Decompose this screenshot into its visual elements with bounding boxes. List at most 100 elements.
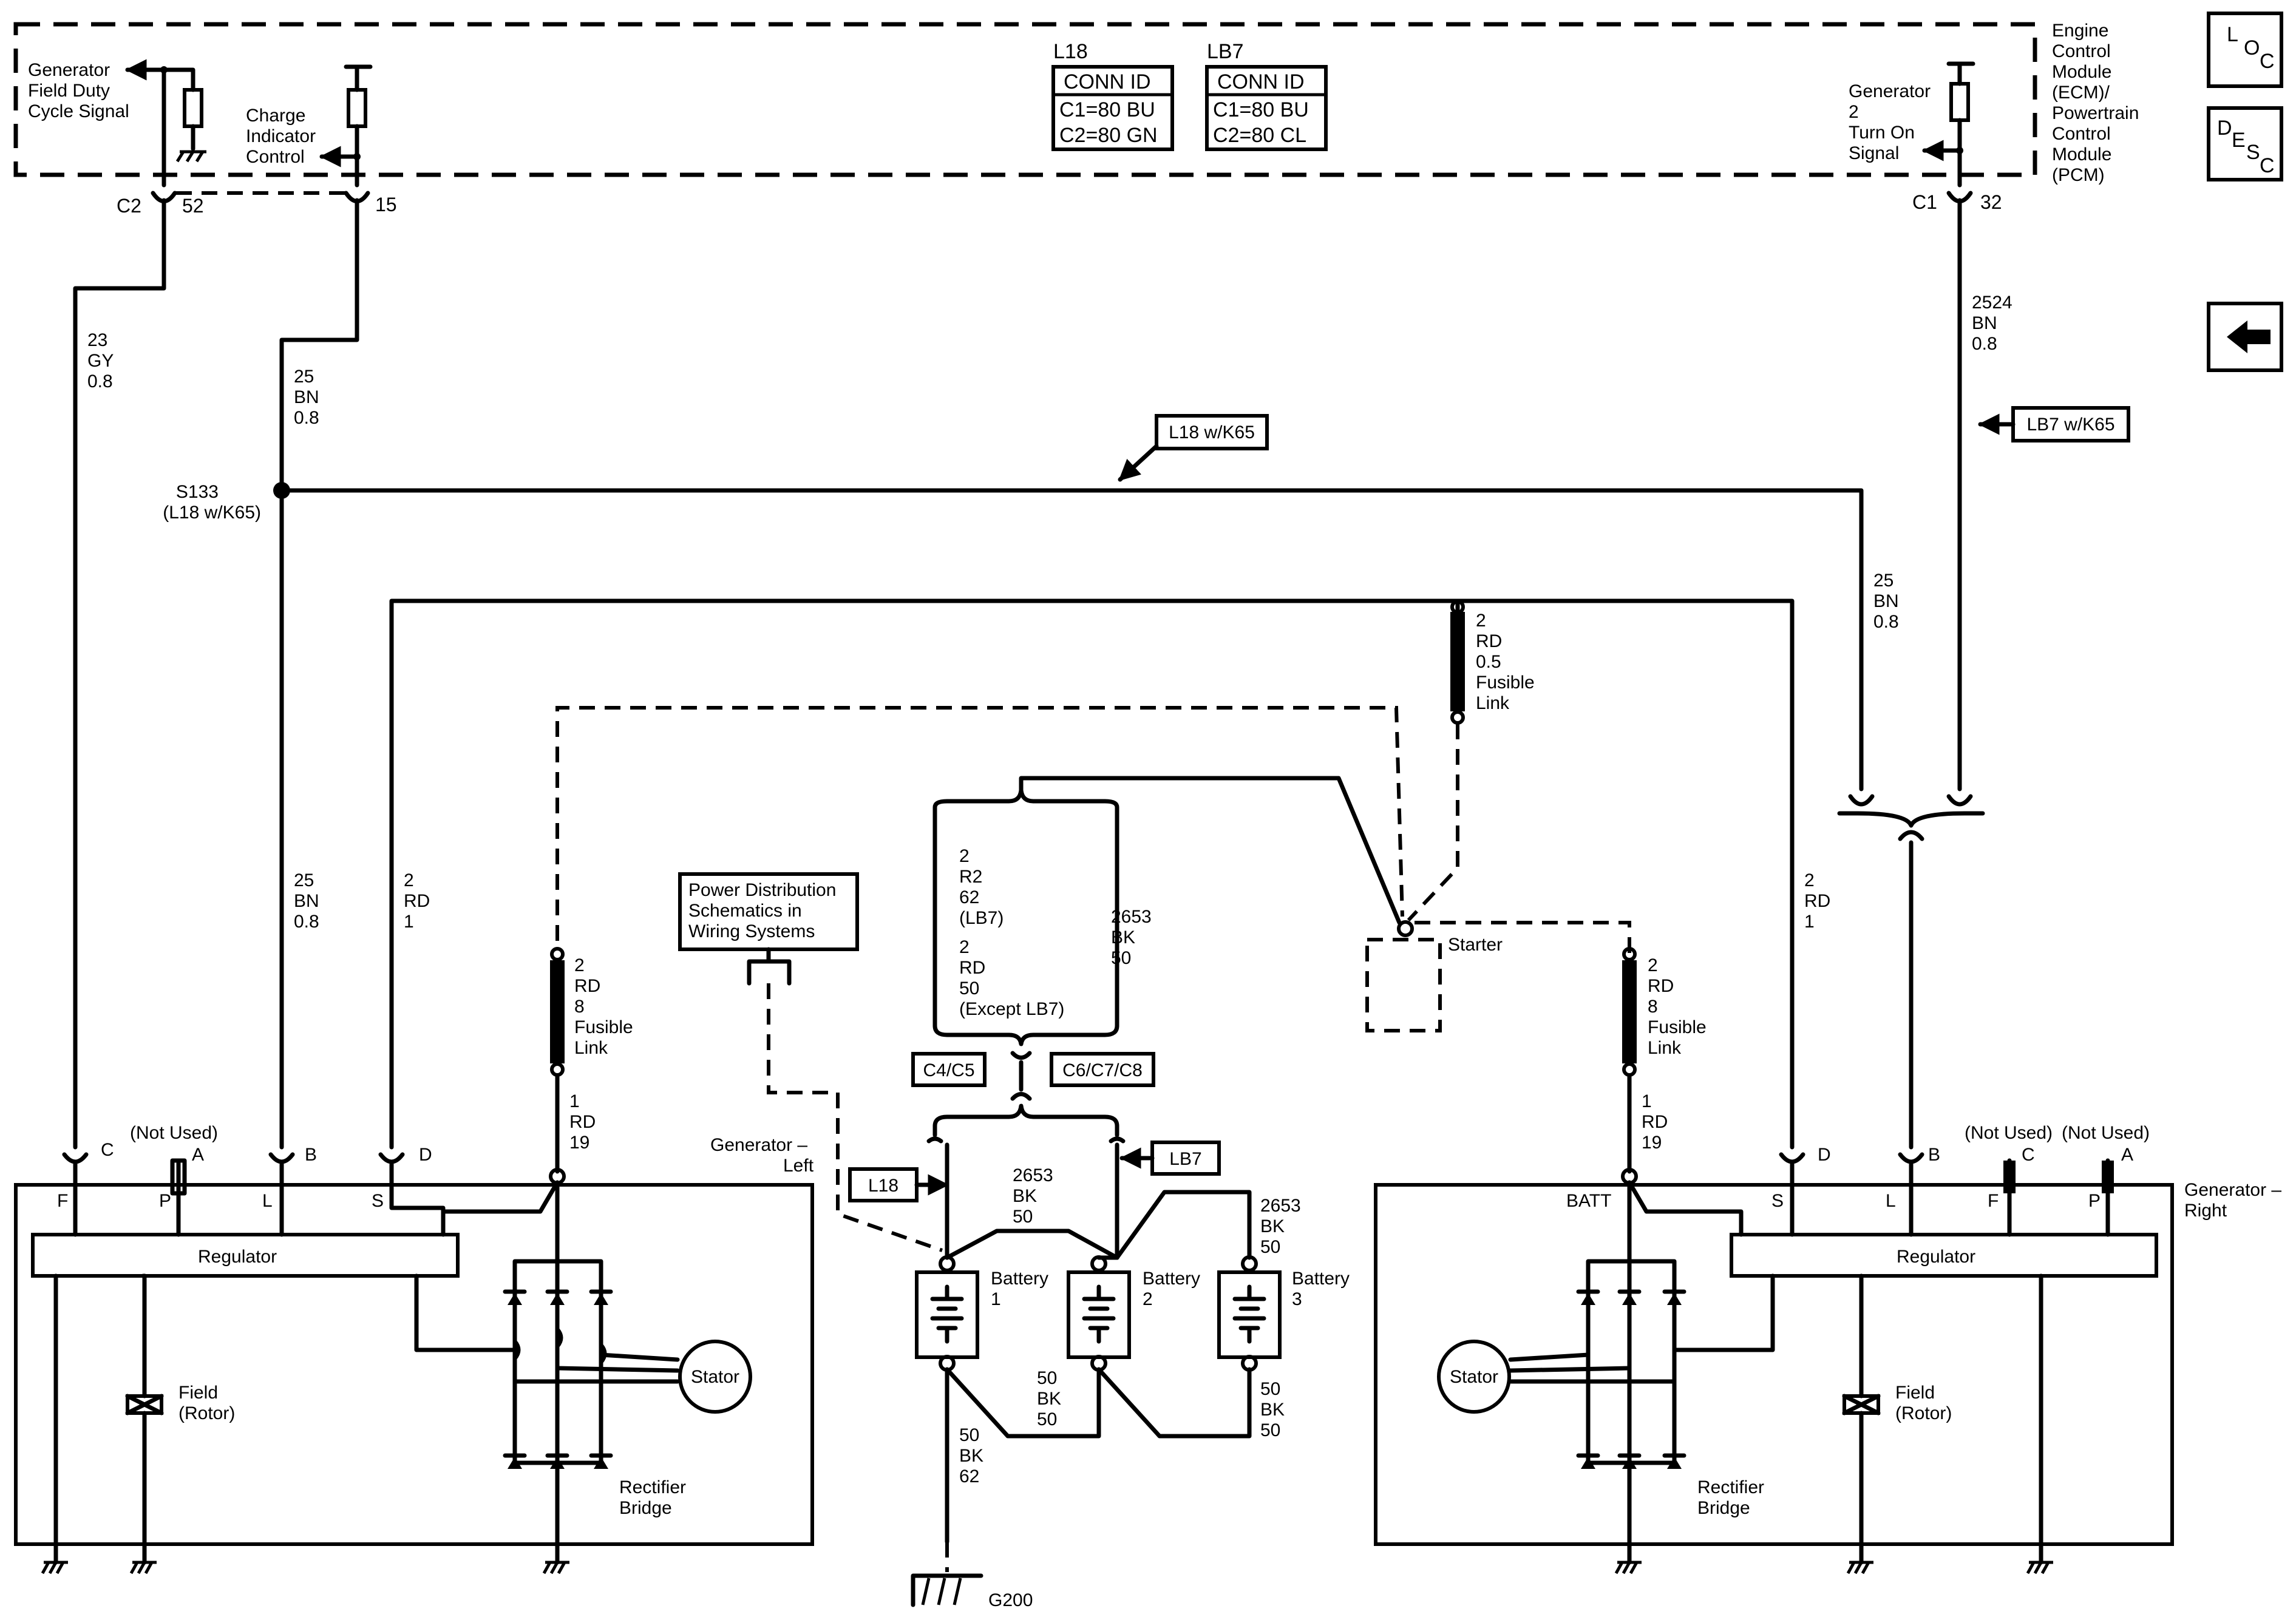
gen-right-rectifier-frame <box>1586 1259 1677 1465</box>
connector-pin-icon <box>1010 1051 1032 1060</box>
wire-label-50-bk-middle: 50 BK 50 <box>1037 1368 1066 1429</box>
connector-c2-pin-52: 52 <box>182 195 204 217</box>
wire-25-bn <box>279 198 359 1150</box>
battery-icon <box>930 1284 964 1344</box>
gen-right-pin-leads <box>1790 1158 2110 1237</box>
back-button[interactable] <box>2207 302 2283 372</box>
wire-dashed-left-loop <box>555 706 1404 941</box>
gen-field-duty-label: Generator Field Duty Cycle Signal <box>28 60 129 121</box>
tag-lb7-k65-text: LB7 w/K65 <box>2026 415 2114 435</box>
connector-pin-icon <box>268 1152 295 1164</box>
wire-label-fusible-left: 2 RD 8 Fusible Link <box>574 955 638 1058</box>
gen-right-output-lead <box>1627 1180 1744 1565</box>
wire-label-2653-bk-upper: 2653 BK 50 <box>1111 907 1156 968</box>
gen-left-pin-a-icon <box>170 1158 187 1196</box>
battery-icon <box>1232 1284 1266 1344</box>
gen-left-stator <box>678 1340 752 1414</box>
gen-right-regulator <box>1730 1233 2158 1278</box>
nav-letter: O <box>2244 36 2260 59</box>
connector-c1-pin-32: 32 <box>1980 191 2002 213</box>
resistor-icon <box>183 88 203 128</box>
charge-indicator-label: Charge Indicator Control <box>246 106 321 167</box>
wire-50-bk-b2-b3 <box>1096 1367 1252 1439</box>
terminal-icon <box>550 947 565 961</box>
pin-label: (Not Used) <box>2062 1123 2150 1143</box>
diode-icon <box>508 1293 608 1305</box>
terminal-icon <box>1622 947 1637 961</box>
gen-left-pin-leads <box>73 1161 446 1237</box>
terminal-icon <box>550 1062 565 1077</box>
wire-label-50-bk-right: 50 BK 50 <box>1260 1379 1289 1440</box>
ground-icon <box>1614 1561 1642 1575</box>
wire-label-fusible-right: 2 RD 8 Fusible Link <box>1648 955 1711 1058</box>
desc-button[interactable]: D E S C <box>2207 106 2283 181</box>
connector-pin-icon <box>1109 1136 1126 1144</box>
tag-l18-k65-text: L18 w/K65 <box>1169 422 1255 442</box>
fusible-link-icon <box>1450 612 1465 711</box>
gen-right-stator-leads <box>1508 1352 1677 1384</box>
table-cell: CONN ID <box>1064 70 1151 93</box>
table-cell: C1=80 BU <box>1213 98 1309 121</box>
pin-label: S <box>1771 1191 1784 1211</box>
table-cell: CONN ID <box>1217 70 1305 93</box>
pin-label: A <box>2121 1145 2133 1165</box>
junction-dot <box>1956 147 1963 154</box>
tag-c6-c7-c8 <box>1050 1052 1155 1087</box>
pin-label: P <box>2088 1191 2101 1211</box>
tag-lb7-text: LB7 <box>1169 1149 1201 1169</box>
gen-right-field-label: Field (Rotor) <box>1895 1383 1952 1423</box>
gen-field-resistor-lead <box>161 67 195 92</box>
wire-dashed-to-starter <box>1407 724 1459 922</box>
gen-left-regulator <box>31 1233 460 1278</box>
pin-label: F <box>1988 1191 1999 1211</box>
wire-2-rd-d-loop <box>389 598 1795 1150</box>
pin-label: C <box>101 1140 114 1160</box>
conn-id-table-lb7: LB7 CONN ID C1=80 BU C2=80 CL <box>1205 40 1328 151</box>
field-rotor-cross <box>125 1394 164 1415</box>
fusible-link-icon <box>550 960 565 1063</box>
pin-label: F <box>57 1191 68 1211</box>
starter-terminal <box>1397 920 1414 937</box>
tag-l18-text: L18 <box>868 1176 898 1196</box>
conn-id-table-l18: L18 CONN ID C1=80 BU C2=80 GN <box>1051 40 1174 151</box>
gen-left-field-label: Field (Rotor) <box>178 1383 235 1423</box>
connector-c1-label: C1 <box>1912 191 1937 213</box>
gen-left-rectifier-frame <box>512 1259 603 1465</box>
ground-icon <box>129 1561 157 1575</box>
loc-button[interactable]: L O C <box>2207 12 2283 88</box>
power-dist-ref-box[interactable] <box>678 872 859 951</box>
nav-letter: D <box>2217 117 2232 140</box>
desc-frame <box>2207 106 2283 181</box>
field-rotor-cross <box>1842 1394 1881 1415</box>
battery-1: Battery 1 <box>915 1255 1048 1372</box>
reference-bracket-icon <box>747 947 792 986</box>
wire-2653-bk-b2-b3 <box>1115 1190 1252 1260</box>
ground-icon <box>542 1561 569 1575</box>
back-frame <box>2207 302 2283 372</box>
tag-arrow <box>1118 444 1159 482</box>
zener-diode-icon <box>508 1457 608 1469</box>
wiring: 23 GY 0.8 25 BN 0.8 25 BN 0.8 S133 (L18 … <box>73 198 2130 1610</box>
tag-lb7-k65 <box>2011 406 2130 442</box>
wire-label-23-gy: 23 GY 0.8 <box>87 330 118 392</box>
stator-label: Stator <box>1450 1367 1498 1387</box>
nav-letter: C <box>2260 154 2275 177</box>
table-frame <box>1051 65 1174 151</box>
wire-label-2-rd-left: 2 RD 1 <box>404 870 435 932</box>
stub <box>141 1273 147 1283</box>
connector-pin-icon <box>1779 1152 1805 1164</box>
pin-label: S <box>372 1191 384 1211</box>
wire-label-50-bk-ground: 50 BK 62 <box>959 1425 988 1486</box>
ecm-title: Engine Control Module (ECM)/ Powertrain … <box>2052 21 2144 185</box>
wire-label-2-r2: 2 R2 62 (LB7) 2 RD 50 (Except LB7) <box>959 846 1064 1019</box>
table-frame <box>1205 65 1328 151</box>
battery-2-label: Battery 2 <box>1143 1269 1205 1309</box>
wire-label-25-bn-right: 25 BN 0.8 <box>1873 571 1904 632</box>
gen-right-unused-pin-icons <box>2003 1161 2114 1193</box>
pin-label: L <box>1886 1191 1896 1211</box>
zener-diode-icon <box>1581 1457 1682 1469</box>
gen-right-frame <box>1374 1183 2174 1546</box>
wire-25-bn-l18-k65 <box>279 488 1864 792</box>
tag-c4-c5 <box>911 1052 987 1087</box>
